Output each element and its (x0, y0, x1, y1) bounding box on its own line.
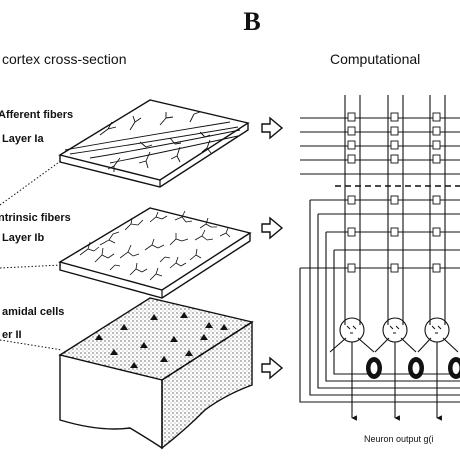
layer-ib-line1: ntrinsic fibers (0, 212, 71, 224)
afferent-fibers-slab (58, 99, 250, 188)
mapping-arrows (261, 116, 284, 380)
interneurons (366, 357, 460, 379)
left-panel-title: cortex cross-section (2, 51, 126, 67)
leader-lines (0, 159, 63, 351)
arrow-layer-ib (261, 216, 284, 240)
synapse-markers (347, 112, 441, 273)
layer-ib-line2: Layer Ib (2, 232, 44, 244)
pyramidal-cells-block (58, 297, 254, 450)
layer-ii-line2: er II (2, 329, 22, 341)
right-panel-title: Computational (330, 51, 420, 67)
arrow-layer-ii (261, 356, 284, 380)
neuron-output-label: Neuron output g(i (364, 434, 434, 444)
layer-label-ia: Afferent fibers Layer Ia (0, 109, 73, 145)
panel-letter: B (243, 7, 260, 36)
layer-label-ii: amidal cells er II (2, 306, 64, 341)
layer-ia-line1: Afferent fibers (0, 109, 73, 121)
arrow-layer-ia (261, 116, 284, 140)
layer-ia-line2: Layer Ia (2, 133, 44, 145)
pyramidal-cell-marks (346, 325, 442, 334)
layer-label-ib: ntrinsic fibers Layer Ib (0, 212, 71, 244)
computational-network (299, 95, 460, 421)
layer-ii-line1: amidal cells (2, 306, 64, 318)
intrinsic-fibers-slab (58, 207, 252, 299)
